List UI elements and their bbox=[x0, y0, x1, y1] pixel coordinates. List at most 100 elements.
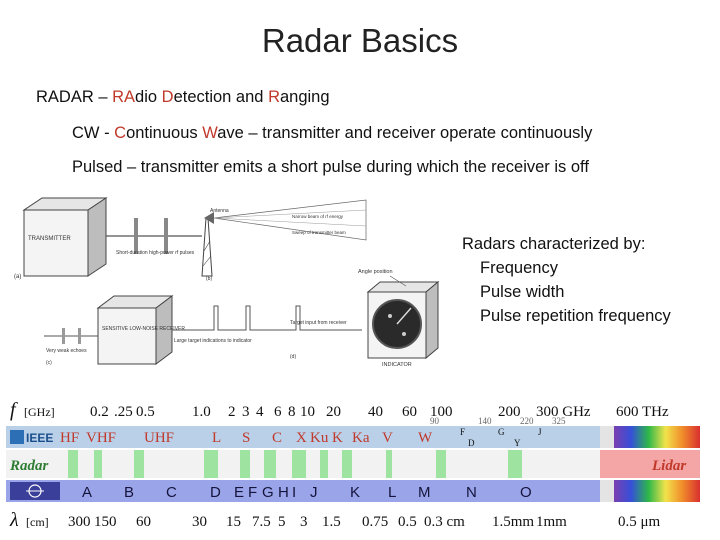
wave-tick: 60 bbox=[136, 514, 151, 530]
wave-tick: 300 bbox=[68, 514, 91, 530]
mm-band: J bbox=[538, 427, 542, 437]
wavelength-symbol: λ bbox=[9, 509, 19, 531]
freq-tick: 300 GHz bbox=[536, 404, 591, 420]
angle-position-label: Angle position bbox=[358, 269, 393, 275]
wavelength-unit: [cm] bbox=[26, 515, 49, 529]
gap-bar bbox=[600, 480, 614, 502]
mm-number: 220 bbox=[520, 416, 534, 426]
wave-tick: 0.5 bbox=[398, 514, 417, 530]
nato-band: O bbox=[520, 484, 532, 501]
visible-spectrum-band bbox=[614, 480, 700, 502]
ieee-band-bar bbox=[6, 426, 600, 448]
nato-band-bar bbox=[6, 480, 600, 502]
nato-band: E bbox=[234, 484, 244, 501]
nato-band: J bbox=[310, 484, 318, 501]
wave-tick: 0.75 bbox=[362, 514, 388, 530]
sub-b-label: (b) bbox=[206, 276, 212, 282]
freq-tick: 0.5 bbox=[136, 404, 155, 420]
indicator-scope bbox=[366, 280, 440, 360]
ieee-band: W bbox=[418, 430, 433, 446]
ieee-band: HF bbox=[60, 430, 79, 446]
mm-number: 90 bbox=[430, 416, 440, 426]
freq-tick: 8 bbox=[288, 404, 296, 420]
ieee-band: UHF bbox=[144, 430, 174, 446]
ieee-band: V bbox=[382, 430, 393, 446]
transmitter-box: TRANSMITTER bbox=[22, 197, 108, 277]
wave-tick: 5 bbox=[278, 514, 286, 530]
large-target-label: Large target indications to indicator bbox=[174, 338, 252, 344]
short-pulses-label: Short-duration high-power rf pulses bbox=[116, 250, 195, 256]
ieee-logo-icon bbox=[10, 430, 24, 444]
characteristic-item: Pulse repetition frequency bbox=[480, 307, 671, 325]
freq-tick: 100 bbox=[430, 404, 453, 420]
nato-band: L bbox=[388, 484, 396, 501]
mm-band: D bbox=[468, 438, 475, 448]
nato-band: M bbox=[418, 484, 431, 501]
wave-tick: 0.3 cm bbox=[424, 514, 465, 530]
wave-tick: 1mm bbox=[536, 514, 567, 530]
nato-band: N bbox=[466, 484, 477, 501]
characteristic-item: Pulse width bbox=[480, 283, 565, 301]
freq-tick: 600 THz bbox=[616, 404, 669, 420]
wave-tick: 0.5 μm bbox=[618, 514, 661, 530]
nato-band: H bbox=[278, 484, 289, 501]
nato-band: K bbox=[350, 484, 360, 501]
sub-a-label: (a) bbox=[14, 274, 21, 280]
freq-tick: 20 bbox=[326, 404, 341, 420]
pulsed-definition: Pulsed – transmitter emits a short pulse… bbox=[72, 158, 589, 176]
antenna-label: Antenna bbox=[210, 208, 229, 214]
characteristic-item: Frequency bbox=[480, 259, 558, 277]
frequency-unit: [GHz] bbox=[24, 405, 55, 419]
freq-tick: 40 bbox=[368, 404, 383, 420]
wave-tick: 30 bbox=[192, 514, 207, 530]
radar-definition: RADAR – RAdio Detection and Ranging bbox=[36, 88, 330, 106]
mm-number: 325 bbox=[552, 416, 566, 426]
radar-beam bbox=[213, 199, 367, 241]
ieee-band: X bbox=[296, 430, 307, 446]
mm-band: Y bbox=[514, 438, 521, 448]
nato-band: I bbox=[292, 484, 296, 501]
characteristics-list: Radars characterized by: Frequency Pulse… bbox=[462, 232, 671, 328]
receiver-box: SENSITIVE LOW-NOISE RECEIVER bbox=[96, 295, 185, 365]
freq-tick: 6 bbox=[274, 404, 282, 420]
freq-tick: 0.2 bbox=[90, 404, 109, 420]
ieee-band: L bbox=[212, 430, 221, 446]
weak-echoes-label: Very weak echoes bbox=[46, 348, 87, 354]
visible-spectrum-band bbox=[614, 426, 700, 448]
freq-tick: 10 bbox=[300, 404, 315, 420]
ieee-band: VHF bbox=[86, 430, 116, 446]
freq-tick: 4 bbox=[256, 404, 264, 420]
gap-bar bbox=[600, 426, 614, 448]
radar-block-diagram: TRANSMITTER (a) Short-duration high-powe… bbox=[14, 197, 440, 368]
ieee-band: Ka bbox=[352, 430, 370, 446]
nato-band: D bbox=[210, 484, 221, 501]
freq-tick: 60 bbox=[402, 404, 417, 420]
radar-bands bbox=[68, 450, 522, 478]
cw-definition: CW - Continuous Wave – transmitter and r… bbox=[72, 124, 593, 142]
ieee-band: S bbox=[242, 430, 250, 446]
wave-tick: 7.5 bbox=[252, 514, 271, 530]
target-input-label: Target input from receiver bbox=[290, 320, 347, 326]
indicator-label: INDICATOR bbox=[382, 362, 412, 368]
nato-band: C bbox=[166, 484, 177, 501]
wave-tick: 150 bbox=[94, 514, 117, 530]
wave-tick: 1.5 bbox=[322, 514, 341, 530]
mm-number: 140 bbox=[478, 416, 492, 426]
radar-label: Radar bbox=[9, 458, 49, 474]
characteristics-heading: Radars characterized by: bbox=[462, 235, 646, 253]
antenna-tower bbox=[201, 212, 214, 277]
freq-tick: 3 bbox=[242, 404, 250, 420]
ieee-band: K bbox=[332, 430, 343, 446]
sweep-label: Sweep of transmitter beam bbox=[292, 230, 346, 235]
mm-band: G bbox=[498, 427, 505, 437]
nato-band: G bbox=[262, 484, 274, 501]
lidar-label: Lidar bbox=[651, 458, 686, 474]
ieee-band: Ku bbox=[310, 430, 329, 446]
freq-tick: 1.0 bbox=[192, 404, 211, 420]
sub-c-label: (c) bbox=[46, 360, 52, 366]
frequency-band-chart: f [GHz] 0.2 .25 0.5 1.0 2 3 4 6 8 10 20 … bbox=[6, 399, 700, 531]
svg-text:TRANSMITTER: TRANSMITTER bbox=[28, 236, 71, 242]
wave-tick: 1.5mm bbox=[492, 514, 534, 530]
lidar-band bbox=[600, 450, 700, 478]
slide-title: Radar Basics bbox=[261, 22, 459, 59]
